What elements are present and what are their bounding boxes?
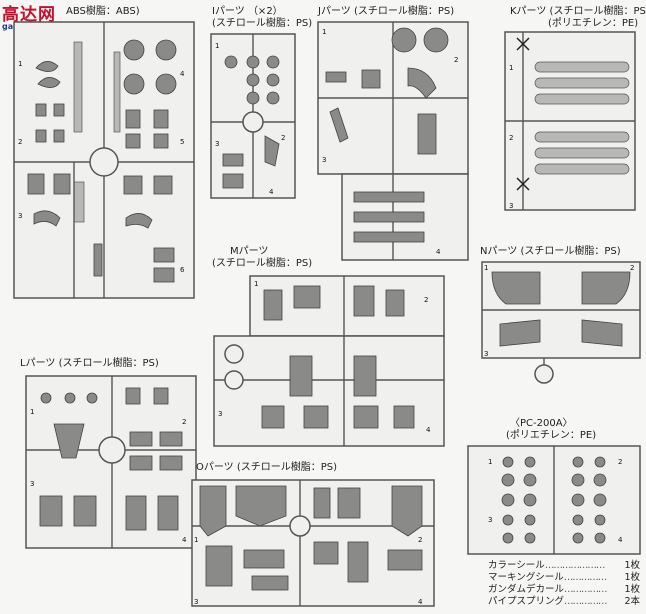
parts-list-item-color-sticker: カラーシール………………… [488,560,605,571]
svg-text:2: 2 [630,264,634,272]
svg-text:6: 6 [180,266,185,274]
i-runner-material: (スチロール樹脂：PS) [212,18,313,29]
l-runner-material: (スチロール樹脂：PS) [58,358,159,369]
k-runner-material2: (ポリエチレン：PE) [548,18,639,29]
o-runner-material: (スチロール樹脂：PS) [236,462,338,473]
svg-text:3: 3 [194,598,198,606]
svg-text:2: 2 [618,458,622,466]
svg-text:3: 3 [30,480,34,488]
svg-text:5: 5 [180,138,184,146]
svg-text:1: 1 [484,264,488,272]
i-runner-qty: （×2） [247,6,283,17]
svg-text:4: 4 [182,536,187,544]
svg-text:1: 1 [509,64,513,72]
pc-runner-diagram: 1 2 3 4 [467,445,641,555]
h-runner-diagram: 1 2 3 4 5 6 [13,21,195,299]
parts-list-count: 1枚 [624,560,640,571]
svg-text:1: 1 [30,408,34,416]
svg-text:2: 2 [182,418,186,426]
svg-text:3: 3 [18,212,22,220]
o-runner-name: Oパーツ [196,462,234,473]
watermark-brand: 高达网 [2,5,56,25]
o-runner-diagram: 1 2 3 4 [191,479,435,607]
svg-text:4: 4 [418,598,423,606]
j-runner-title: Jパーツ (スチロール樹脂：PS) [318,6,454,18]
j-runner-name: Jパーツ [318,6,351,17]
m-runner-diagram: 1 2 3 4 [213,275,445,447]
j-runner-material: (スチロール樹脂：PS) [353,6,455,17]
svg-text:4: 4 [269,188,274,196]
svg-text:3: 3 [322,156,326,164]
parts-list-count: 1枚 [624,572,640,583]
parts-list-item-gundam-decal: ガンダムデカール…………… [488,584,608,595]
svg-text:1: 1 [488,458,492,466]
svg-text:3: 3 [218,410,222,418]
m-runner-material: (スチロール樹脂：PS) [212,258,313,269]
svg-text:4: 4 [618,536,623,544]
i-runner-diagram: 1 2 3 4 [210,33,296,199]
parts-list-label: パイプスプリング [488,596,565,607]
k-runner-name: Kパーツ [510,6,547,17]
svg-text:2: 2 [418,536,422,544]
svg-text:1: 1 [322,28,326,36]
svg-text:2: 2 [454,56,458,64]
svg-text:2: 2 [18,138,22,146]
n-runner-name: Nパーツ [480,246,518,257]
j-runner-diagram: 1 2 3 4 [317,21,469,261]
parts-list-count: 2本 [624,596,640,607]
k-runner-material: (スチロール樹脂：PS) [549,6,646,17]
n-runner-diagram: 1 2 3 [481,261,641,384]
svg-text:1: 1 [254,280,258,288]
svg-text:3: 3 [215,140,219,148]
i-runner-title: Iパーツ （×2） [212,6,283,18]
l-runner-diagram: 1 2 3 4 [25,375,197,549]
o-runner-title: Oパーツ (スチロール樹脂：PS) [196,462,337,474]
k-runner-title: Kパーツ (スチロール樹脂：PS) [510,6,646,18]
parts-list-label: カラーシール [488,560,545,571]
k-runner-diagram: 1 2 3 [504,31,636,211]
svg-text:3: 3 [509,202,513,210]
h-runner-title: ABS樹脂：ABS) [66,6,140,17]
pc-runner-material: (ポリエチレン：PE) [506,430,597,441]
svg-text:1: 1 [194,536,198,544]
svg-text:2: 2 [281,134,285,142]
svg-text:4: 4 [180,70,185,78]
svg-text:2: 2 [509,134,513,142]
svg-text:1: 1 [215,42,219,50]
parts-list-count: 1枚 [624,584,640,595]
svg-text:4: 4 [436,248,441,256]
parts-list-label: ガンダムデカール [488,584,565,595]
i-runner-name: Iパーツ [212,6,245,17]
l-runner-title: Lパーツ (スチロール樹脂：PS) [20,358,159,370]
svg-text:2: 2 [424,296,428,304]
parts-list-item-pipe-spring: パイプスプリング…………… [488,596,608,607]
m-runner-title: Mパーツ [230,246,269,257]
parts-list-item-marking-sticker: マーキングシール…………… [488,572,607,583]
svg-text:4: 4 [426,426,431,434]
svg-text:1: 1 [18,60,22,68]
n-runner-title: Nパーツ (スチロール樹脂：PS) [480,246,621,258]
pc-runner-title: 〈PC-200A〉 [510,418,573,429]
svg-text:3: 3 [484,350,488,358]
l-runner-name: Lパーツ [20,358,56,369]
svg-text:3: 3 [488,516,492,524]
n-runner-material: (スチロール樹脂：PS) [520,246,621,257]
parts-list-label: マーキングシール [488,572,564,583]
